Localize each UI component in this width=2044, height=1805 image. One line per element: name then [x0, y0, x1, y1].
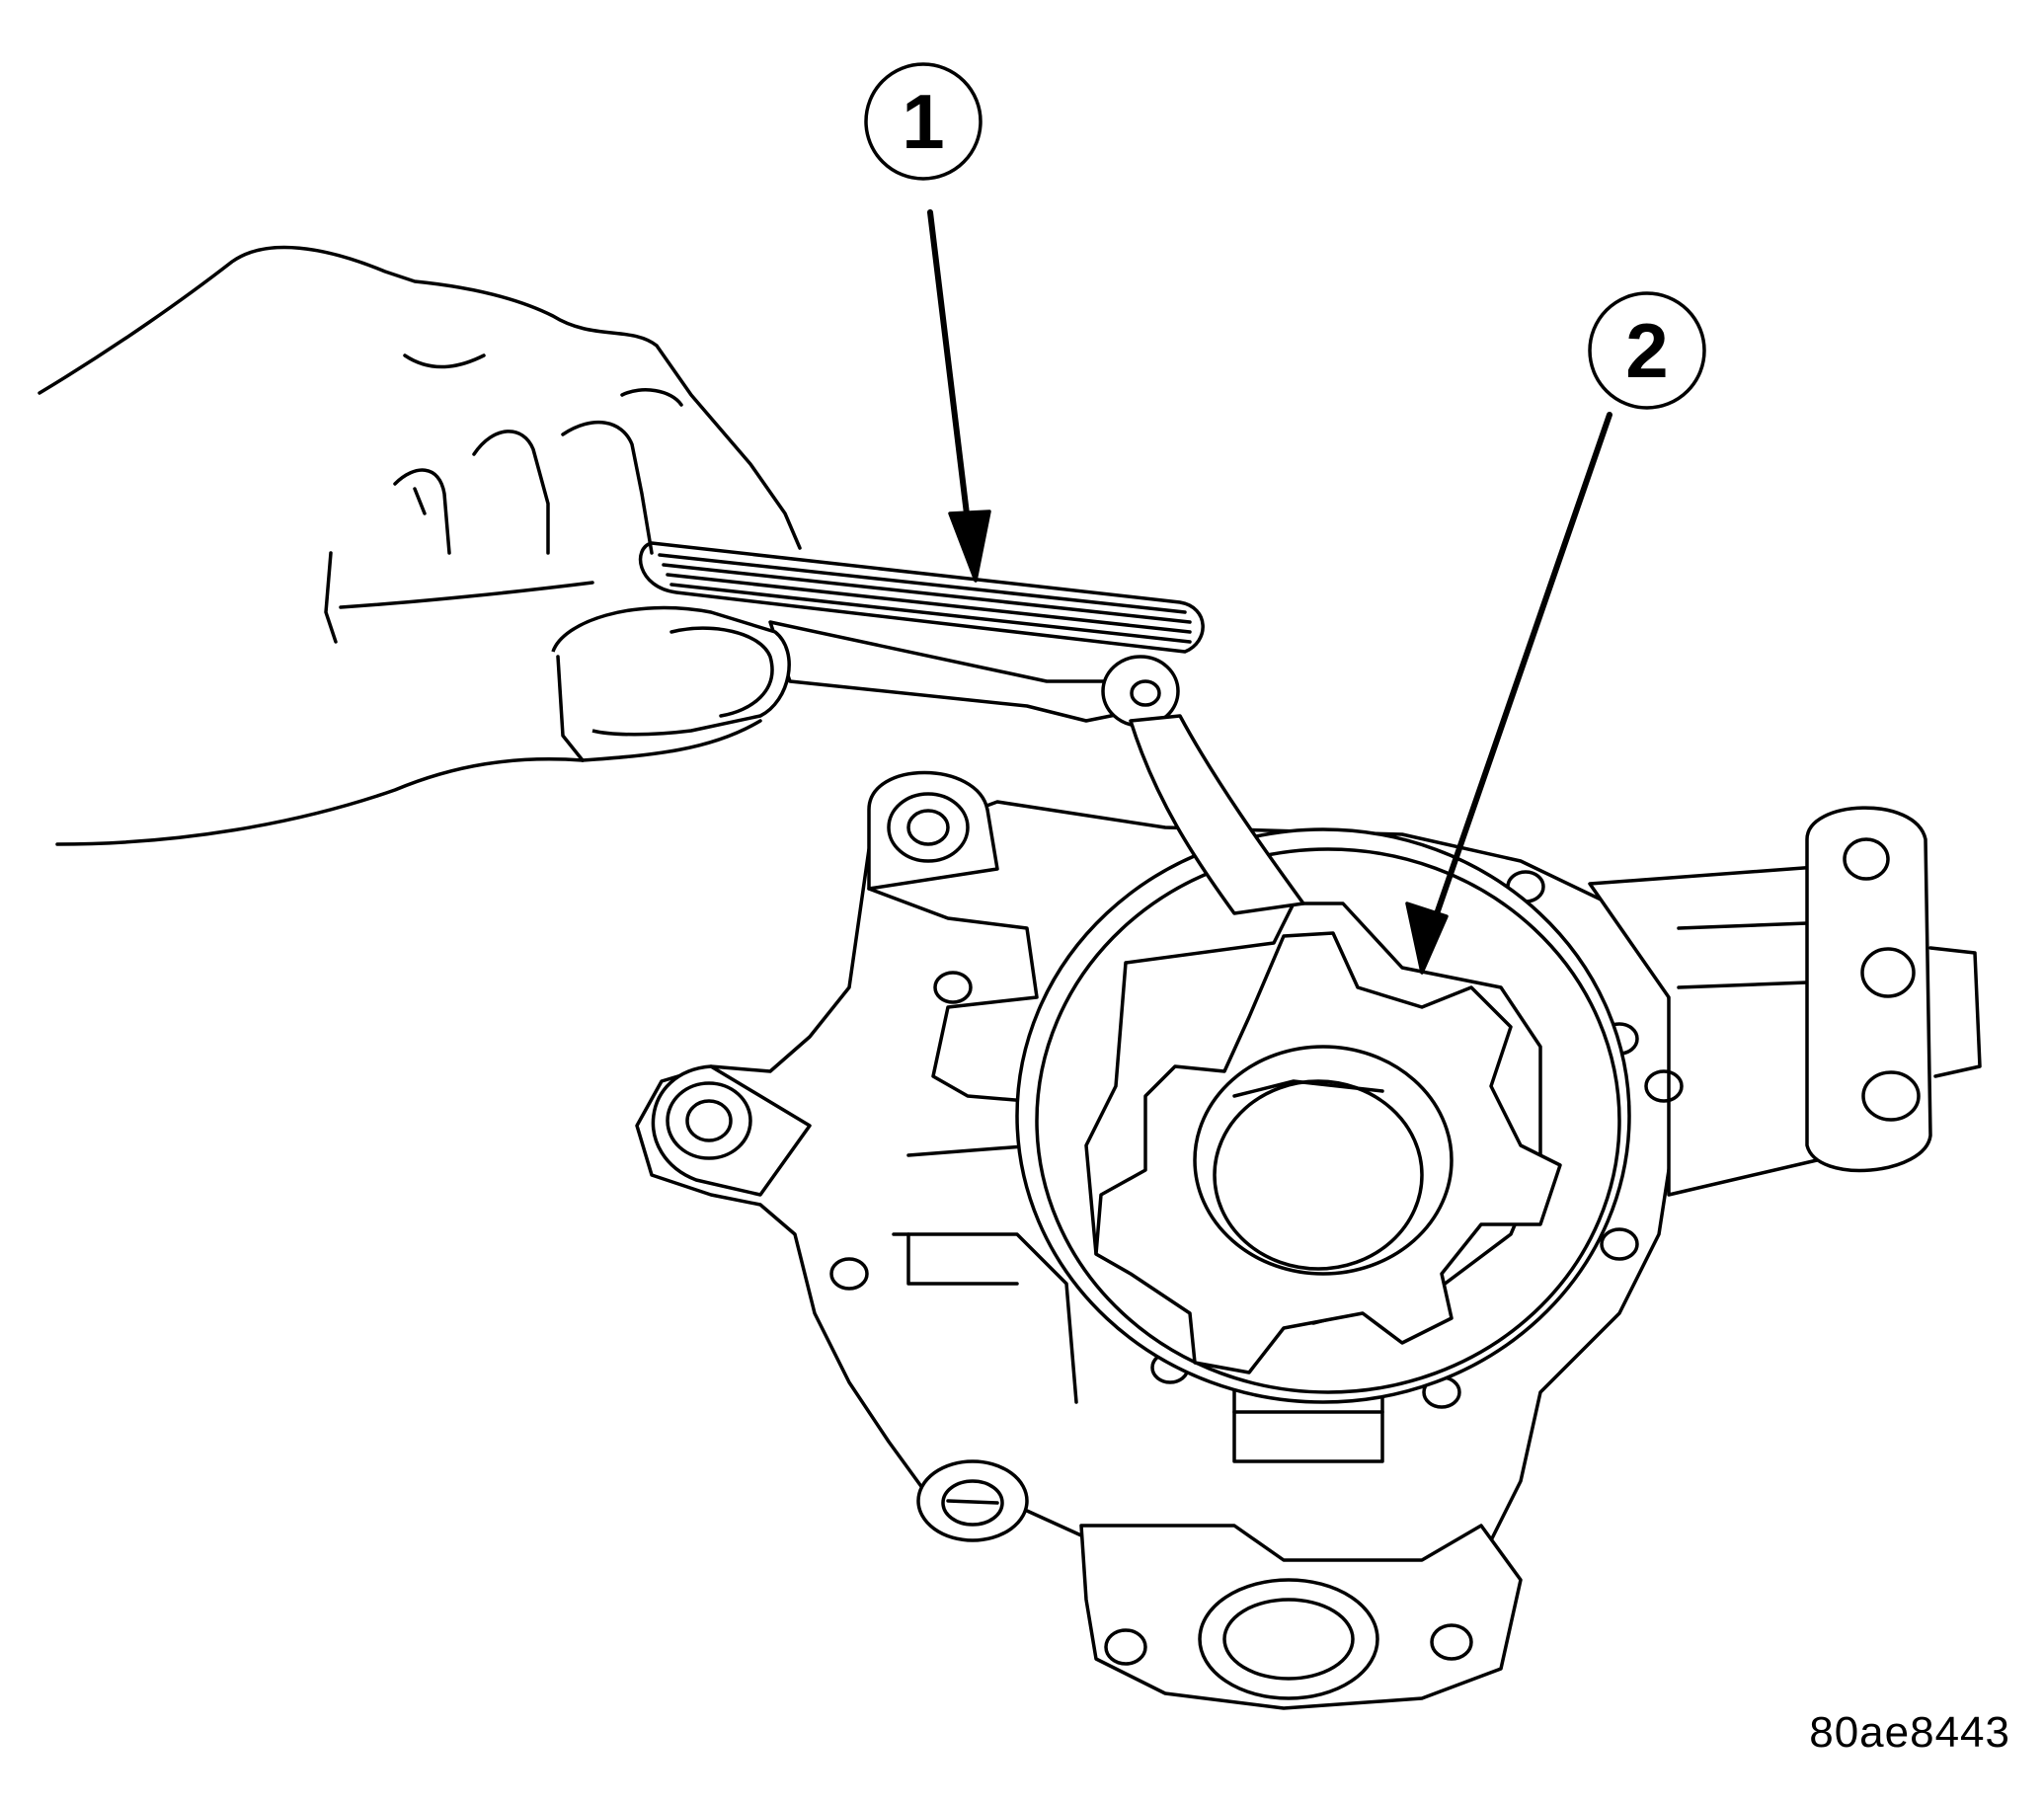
callout-2-label: 2: [1625, 307, 1668, 394]
callout-1-arrow: [927, 209, 976, 566]
callout-2-circle: [1588, 291, 1706, 410]
callout-1-circle: [864, 62, 983, 181]
pump-rotor-assembly: [1015, 827, 1631, 1404]
hand-holding-gauge: [38, 245, 802, 846]
callout-2: 2: [1405, 291, 1706, 975]
callout-1-label: 1: [902, 78, 944, 165]
figure-reference-code: 80ae8443: [1809, 1708, 2010, 1757]
callout-2-arrow: [1429, 412, 1612, 931]
feeler-gauge: [638, 541, 1305, 915]
callout-1: 1: [864, 62, 991, 583]
